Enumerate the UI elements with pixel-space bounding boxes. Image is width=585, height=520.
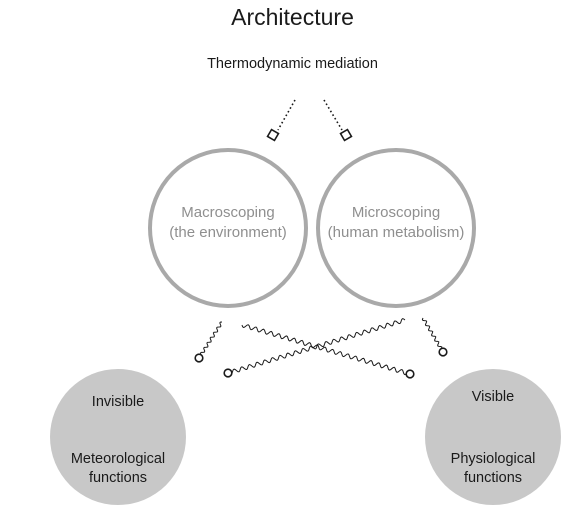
- wave-right-short: [421, 317, 444, 353]
- microscoping-line2: (human metabolism): [327, 223, 465, 241]
- microscoping-circle: [316, 148, 476, 308]
- physiological-line2: functions: [463, 469, 523, 486]
- physiological-label: Physiological functions: [430, 450, 556, 488]
- macroscoping-line1: Macroscoping: [181, 204, 275, 221]
- physiological-line1: Physiological: [450, 451, 536, 467]
- visible-label: Visible: [471, 389, 515, 405]
- diamond-marker-right: [339, 128, 353, 142]
- connector-end-right-inner: [438, 347, 448, 357]
- invisible-disk: [50, 369, 186, 505]
- wavy-connectors: [198, 317, 444, 376]
- dotted-connector-left: [277, 99, 296, 131]
- wave-left-short: [198, 321, 223, 358]
- diagram-title: Architecture: [231, 4, 354, 30]
- microscoping-label: Microscoping (human metabolism): [318, 203, 474, 242]
- visible-disk: [425, 369, 561, 505]
- wave-cross-up: [227, 318, 406, 375]
- macroscoping-label: Macroscoping (the environment): [150, 203, 306, 242]
- invisible-label: Invisible: [91, 394, 145, 410]
- connector-end-right-outer: [405, 369, 415, 379]
- meteorological-label: Meteorological functions: [55, 450, 181, 488]
- diamond-marker-left: [266, 128, 280, 142]
- mediation-label: Thermodynamic mediation: [207, 56, 378, 72]
- meteorological-line1: Meteorological: [70, 451, 166, 467]
- meteorological-line2: functions: [88, 469, 148, 486]
- dotted-connector-right: [323, 99, 343, 131]
- macroscoping-circle: [148, 148, 308, 308]
- connector-end-left-outer: [223, 368, 233, 378]
- connector-end-left-inner: [194, 353, 204, 363]
- wave-cross-down: [241, 324, 411, 376]
- macroscoping-line2: (the environment): [169, 223, 287, 241]
- microscoping-line1: Microscoping: [351, 204, 441, 221]
